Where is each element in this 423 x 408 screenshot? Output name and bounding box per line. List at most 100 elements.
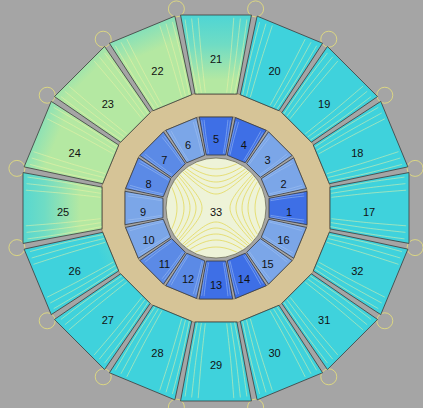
region-number: 6: [185, 139, 191, 151]
segment-outline: [199, 261, 232, 299]
flux-line: [185, 323, 197, 397]
stator-segment: 32: [312, 231, 409, 316]
field-loop: [39, 313, 55, 329]
stator-segment: 25: [22, 171, 103, 245]
flux-line: [27, 223, 101, 233]
segment-outline: [181, 322, 252, 401]
flux-line: [284, 302, 328, 363]
flux-line: [38, 34, 177, 382]
flux-line: [70, 65, 184, 350]
segment-outline: [181, 15, 252, 94]
segment-shape: [226, 116, 268, 164]
field-loop: [377, 313, 393, 329]
flux-line: [69, 282, 127, 330]
region-number: 21: [210, 53, 222, 65]
region-number: 17: [363, 206, 375, 218]
flux-line: [225, 120, 231, 154]
stator-segment: 29: [179, 321, 253, 402]
flux-line: [140, 161, 169, 179]
region-number: 33: [210, 206, 222, 218]
flux-line: [245, 132, 263, 161]
region-number: 30: [268, 347, 280, 359]
region-number: 25: [57, 206, 69, 218]
flux-line: [327, 242, 399, 264]
segment-outline: [109, 305, 191, 400]
region-number: 12: [182, 273, 194, 285]
flux-line: [271, 196, 305, 201]
flux-line: [42, 247, 390, 386]
rotor-segment: 12: [164, 252, 206, 300]
flux-line: [115, 307, 155, 371]
segment-outline: [166, 253, 205, 298]
field-loop: [321, 369, 337, 385]
region-number: 22: [151, 65, 163, 77]
flux-line: [270, 221, 303, 229]
region-number: 29: [210, 359, 222, 371]
flux-line: [260, 154, 287, 175]
flux-line: [94, 61, 142, 119]
segment-outline: [199, 117, 232, 155]
flux-line: [192, 19, 202, 93]
flux-line: [130, 222, 163, 231]
flux-line: [305, 86, 363, 134]
field-loop: [95, 369, 111, 385]
flux-line: [129, 221, 162, 229]
flux-line: [319, 262, 385, 297]
region-number: 7: [161, 154, 167, 166]
flux-line: [196, 121, 204, 154]
field-loop: [248, 1, 264, 17]
stator-segment: 28: [108, 304, 193, 401]
stator-segment: 21: [179, 14, 253, 95]
region-number: 31: [318, 314, 330, 326]
flux-line: [315, 269, 379, 309]
region-number: 4: [241, 139, 247, 151]
region-number: 32: [351, 265, 363, 277]
flux-line: [193, 261, 202, 294]
flux-line: [73, 240, 358, 354]
flux-line: [28, 177, 102, 189]
flux-line: [127, 228, 305, 299]
rotor-segment: 16: [260, 218, 308, 260]
field-loop: [168, 1, 184, 17]
field-loop: [9, 160, 25, 176]
rotor-segment: 4: [226, 116, 268, 164]
flux-line: [310, 97, 371, 141]
flux-line: [42, 30, 390, 169]
region-number: 23: [102, 98, 114, 110]
segment-outline: [261, 219, 306, 258]
flux-line: [247, 24, 266, 96]
segment-outline: [313, 232, 408, 314]
flux-line: [227, 324, 234, 399]
field-loop: [407, 240, 423, 256]
flux-line: [328, 239, 400, 258]
flux-line: [61, 276, 122, 320]
region-number: 10: [142, 234, 154, 246]
flux-line: [236, 119, 307, 297]
flux-line: [242, 92, 335, 324]
flux-line: [128, 194, 162, 200]
flux-line: [97, 92, 190, 324]
flux-line: [139, 163, 168, 180]
flux-line: [73, 62, 358, 176]
flux-line: [54, 107, 118, 147]
segment-outline: [227, 118, 266, 163]
flux-line: [243, 321, 260, 394]
flux-line: [99, 57, 145, 116]
flux-line: [127, 311, 162, 377]
flux-line: [331, 184, 405, 194]
segment-outline: [126, 158, 171, 197]
flux-line: [33, 242, 105, 264]
region-number: 2: [280, 178, 286, 190]
region-number: 14: [238, 273, 250, 285]
flux-line: [255, 34, 394, 382]
stator-segment: 17: [329, 171, 410, 245]
flux-line: [121, 309, 158, 374]
region-number: 24: [69, 147, 81, 159]
segment-outline: [269, 191, 307, 224]
bore-region: 33: [165, 157, 267, 259]
flux-line: [223, 263, 228, 297]
flux-line: [172, 22, 189, 95]
flux-line: [198, 18, 205, 93]
flux-line: [308, 91, 367, 137]
